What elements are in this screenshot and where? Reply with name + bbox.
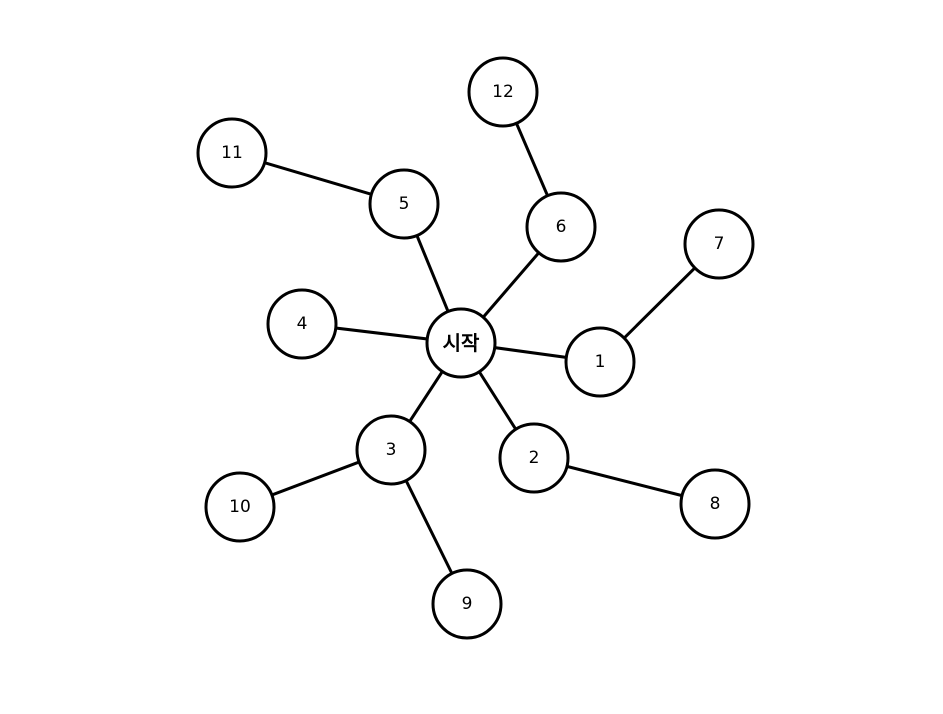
node-label: 시작 bbox=[443, 331, 480, 355]
node-circle bbox=[467, 56, 539, 128]
node-circle bbox=[196, 117, 268, 189]
node-label: 8 bbox=[710, 494, 721, 514]
node-n9: 9 bbox=[431, 568, 503, 640]
node-circle bbox=[266, 288, 338, 360]
node-label: 10 bbox=[229, 497, 251, 517]
node-label: 6 bbox=[556, 217, 567, 237]
node-label: 11 bbox=[221, 143, 243, 163]
node-circle bbox=[355, 414, 427, 486]
node-n10: 10 bbox=[204, 471, 276, 543]
node-circle bbox=[525, 191, 597, 263]
node-n12: 12 bbox=[467, 56, 539, 128]
node-label: 5 bbox=[399, 194, 410, 214]
node-circle bbox=[498, 422, 570, 494]
node-label: 3 bbox=[386, 440, 397, 460]
node-n3: 3 bbox=[355, 414, 427, 486]
node-circle bbox=[431, 568, 503, 640]
node-circle bbox=[679, 468, 751, 540]
node-label: 4 bbox=[297, 314, 308, 334]
node-n7: 7 bbox=[683, 208, 755, 280]
node-label: 1 bbox=[595, 352, 606, 372]
node-n8: 8 bbox=[679, 468, 751, 540]
node-label: 12 bbox=[492, 82, 514, 102]
node-circle bbox=[425, 307, 497, 379]
node-circle bbox=[683, 208, 755, 280]
node-n2: 2 bbox=[498, 422, 570, 494]
node-circle bbox=[204, 471, 276, 543]
node-n6: 6 bbox=[525, 191, 597, 263]
node-n4: 4 bbox=[266, 288, 338, 360]
node-label: 2 bbox=[529, 448, 540, 468]
node-start: 시작 bbox=[425, 307, 497, 379]
node-label: 7 bbox=[714, 234, 725, 254]
node-circle bbox=[368, 168, 440, 240]
node-n1: 1 bbox=[564, 326, 636, 398]
node-n5: 5 bbox=[368, 168, 440, 240]
node-label: 9 bbox=[462, 594, 473, 614]
node-circle bbox=[564, 326, 636, 398]
node-n11: 11 bbox=[196, 117, 268, 189]
